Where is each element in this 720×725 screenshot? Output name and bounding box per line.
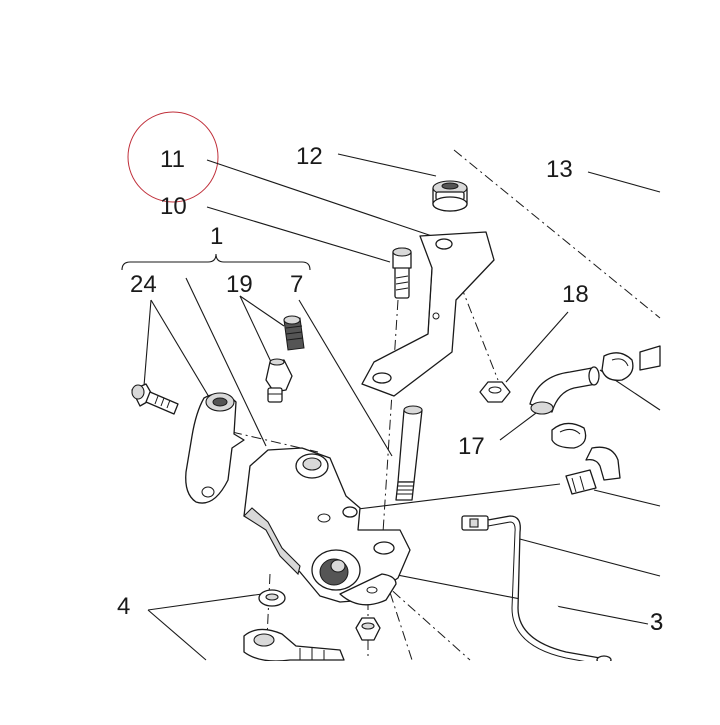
center-lines [231, 149, 661, 661]
rod-end[interactable] [243, 628, 345, 662]
callout-13[interactable]: 13 [546, 156, 573, 183]
clamp-half[interactable] [185, 392, 245, 504]
highlight-circle [127, 111, 219, 203]
washer-part-4[interactable] [258, 589, 286, 607]
callout-3[interactable]: 3 [650, 609, 663, 636]
rubber-grommet-part-12[interactable] [432, 180, 468, 212]
stud-part-7[interactable] [395, 405, 423, 501]
callout-12[interactable]: 12 [296, 143, 323, 170]
lever-housing-part-1[interactable] [243, 447, 411, 606]
right-margin [661, 150, 720, 670]
callout-17[interactable]: 17 [458, 433, 485, 460]
cap-screw-part-10[interactable] [392, 247, 412, 299]
lower-nut[interactable] [355, 617, 381, 641]
hose-assembly-part-13[interactable] [529, 345, 661, 495]
callout-11[interactable]: 11 [160, 146, 185, 173]
hex-nut-part-18[interactable] [479, 381, 511, 403]
callout-7[interactable]: 7 [290, 271, 303, 298]
callout-10[interactable]: 10 [160, 193, 187, 220]
leader-lines [143, 153, 661, 661]
callout-3-restore: 3 [650, 609, 663, 636]
bottom-margin [0, 661, 720, 720]
grease-nipple-part-19[interactable] [265, 315, 305, 403]
wire-lead-part-3[interactable] [461, 515, 612, 665]
callout-4[interactable]: 4 [117, 593, 130, 620]
group-1-bracket [121, 253, 311, 271]
callout-19[interactable]: 19 [226, 271, 253, 298]
cap-screw-part-24[interactable] [131, 383, 179, 415]
mounting-bracket-part-11[interactable] [361, 231, 495, 397]
callout-18[interactable]: 18 [562, 281, 589, 308]
callout-24[interactable]: 24 [130, 271, 157, 298]
callout-1[interactable]: 1 [210, 223, 223, 250]
